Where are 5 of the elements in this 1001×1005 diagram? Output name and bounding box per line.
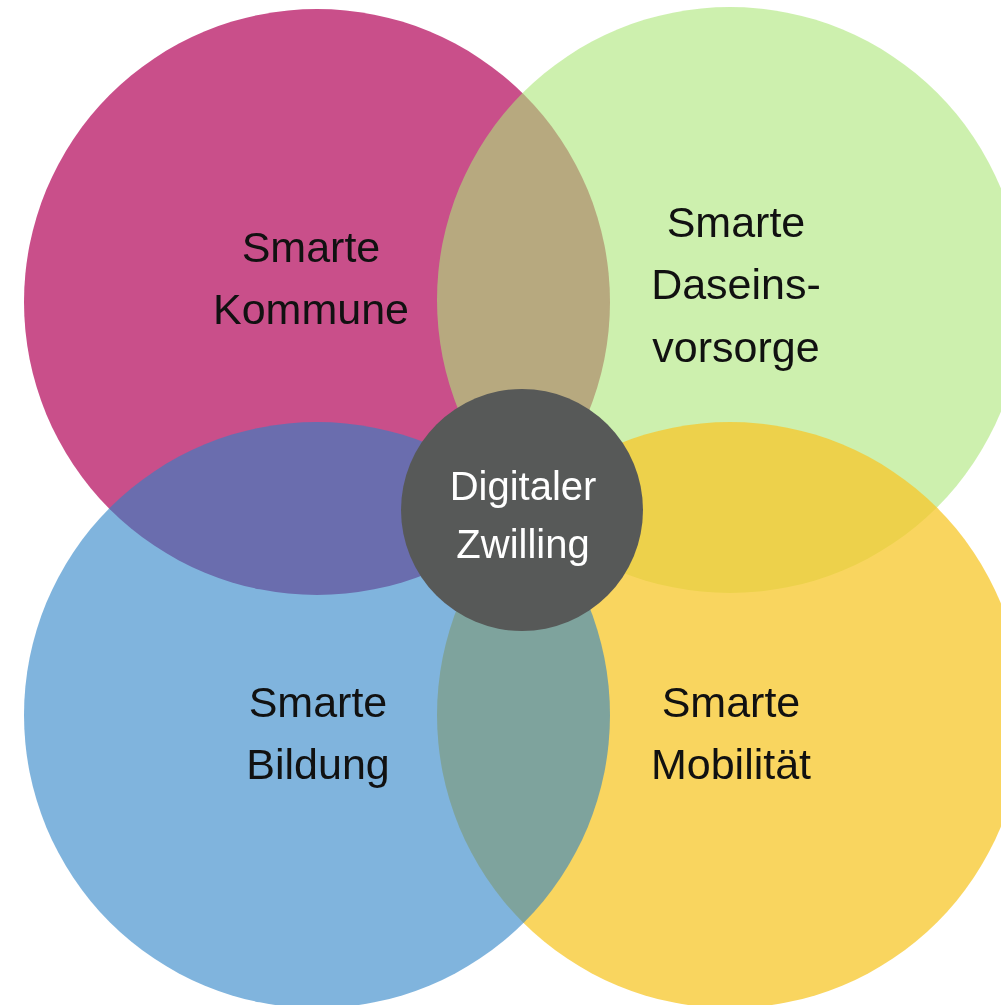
circle-label: Smarte Mobilität (649, 676, 813, 790)
circle-label: Digitaler Zwilling (448, 463, 598, 568)
circle-label: Smarte Kommune (212, 221, 410, 335)
circle-label: Smarte Bildung (245, 676, 391, 790)
circle-label: Smarte Daseins- vorsorge (650, 197, 822, 374)
